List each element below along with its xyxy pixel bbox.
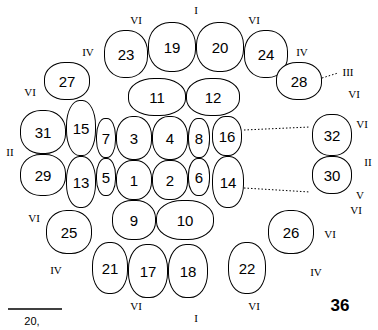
cell-number: 23 (118, 47, 135, 62)
scale-bar (8, 308, 62, 310)
cell-number: 7 (102, 131, 110, 146)
cell-number: 4 (166, 131, 174, 146)
cell-number: 27 (59, 74, 76, 89)
cell-row-numeral: VI (324, 229, 336, 240)
embryo-cell: 25 (46, 210, 92, 254)
cell-number: 1 (130, 173, 138, 188)
embryo-cell: 22 (228, 242, 266, 294)
cell-number: 15 (73, 121, 90, 136)
cell-number: 24 (258, 47, 275, 62)
embryo-cell: 28 (276, 62, 322, 100)
embryo-cell: 6 (188, 158, 210, 196)
scale-label: 20, (24, 316, 39, 327)
axis-numeral: I (194, 5, 198, 16)
embryo-cell: 5 (96, 158, 116, 196)
leader-line (244, 188, 310, 192)
embryo-cell: 12 (186, 78, 240, 116)
cell-row-numeral: V (356, 190, 364, 201)
cell-number: 22 (239, 261, 256, 276)
embryo-cell: 15 (66, 100, 96, 156)
cell-number: 26 (283, 225, 300, 240)
cell-number: 32 (324, 128, 341, 143)
cell-number: 29 (35, 168, 52, 183)
cell-number: 18 (180, 264, 197, 279)
embryo-cell: 13 (66, 156, 96, 208)
embryo-cell: 10 (156, 200, 214, 240)
cell-number: 17 (140, 264, 157, 279)
cell-number: 30 (324, 168, 341, 183)
embryo-cell: 2 (152, 160, 188, 200)
cell-number: 10 (177, 213, 194, 228)
embryo-cell: 4 (152, 116, 188, 160)
leader-line (244, 127, 310, 130)
cell-number: 21 (102, 261, 119, 276)
embryo-cell: 31 (20, 110, 66, 154)
cell-number: 20 (212, 40, 229, 55)
cell-row-numeral: IV (296, 47, 308, 58)
embryo-cell: 20 (196, 22, 244, 72)
embryo-cell: 3 (116, 116, 152, 160)
cell-number: 12 (205, 90, 222, 105)
axis-numeral: I (194, 313, 198, 324)
embryo-cell: 9 (112, 200, 156, 240)
cell-row-numeral: VI (130, 15, 142, 26)
cell-row-numeral: IV (50, 265, 62, 276)
embryo-cell: 18 (168, 244, 208, 298)
cell-row-numeral: VI (350, 205, 362, 216)
cell-number: 9 (130, 213, 138, 228)
cell-number: 8 (195, 131, 203, 146)
embryo-cell: 17 (128, 244, 168, 298)
cell-row-numeral: VI (28, 213, 40, 224)
cell-number: 14 (220, 175, 237, 190)
embryo-cell: 7 (96, 118, 116, 158)
axis-numeral: II (364, 157, 371, 168)
cell-number: 16 (219, 129, 236, 144)
cell-number: 13 (73, 175, 90, 190)
leader-line (322, 73, 338, 78)
embryo-cell: 29 (20, 154, 66, 196)
cell-row-numeral: IV (82, 47, 94, 58)
cell-row-numeral: VI (248, 15, 260, 26)
embryo-cell: 19 (148, 22, 196, 72)
embryo-cell: 30 (312, 156, 352, 194)
embryo-cell: 11 (128, 78, 186, 116)
cell-number: 31 (35, 125, 52, 140)
cell-number: 25 (61, 225, 78, 240)
embryo-cell: 32 (312, 114, 352, 156)
embryo-cell: 8 (188, 118, 210, 158)
axis-numeral: II (6, 147, 13, 158)
embryo-cell: 14 (212, 156, 244, 208)
cell-row-numeral: III (343, 67, 354, 78)
cell-row-numeral: VI (24, 87, 36, 98)
cell-number: 6 (195, 170, 203, 185)
embryo-cell: 21 (92, 242, 128, 294)
cell-number: 28 (291, 74, 308, 89)
cell-row-numeral: VI (348, 89, 360, 100)
figure-number: 36 (331, 297, 350, 314)
cell-number: 5 (102, 170, 110, 185)
cell-number: 2 (166, 173, 174, 188)
embryo-cell: 1 (116, 160, 152, 200)
cell-row-numeral: VI (248, 301, 260, 312)
cell-row-numeral: VI (130, 301, 142, 312)
cell-number: 11 (149, 90, 165, 105)
embryo-cell: 16 (212, 116, 242, 156)
embryo-cell: 26 (268, 210, 314, 254)
cell-number: 3 (130, 131, 138, 146)
cell-row-numeral: IV (310, 267, 322, 278)
embryo-cell: 27 (44, 62, 90, 100)
cell-number: 19 (164, 40, 181, 55)
embryo-cell: 23 (104, 30, 148, 78)
cell-row-numeral: VI (356, 119, 368, 130)
